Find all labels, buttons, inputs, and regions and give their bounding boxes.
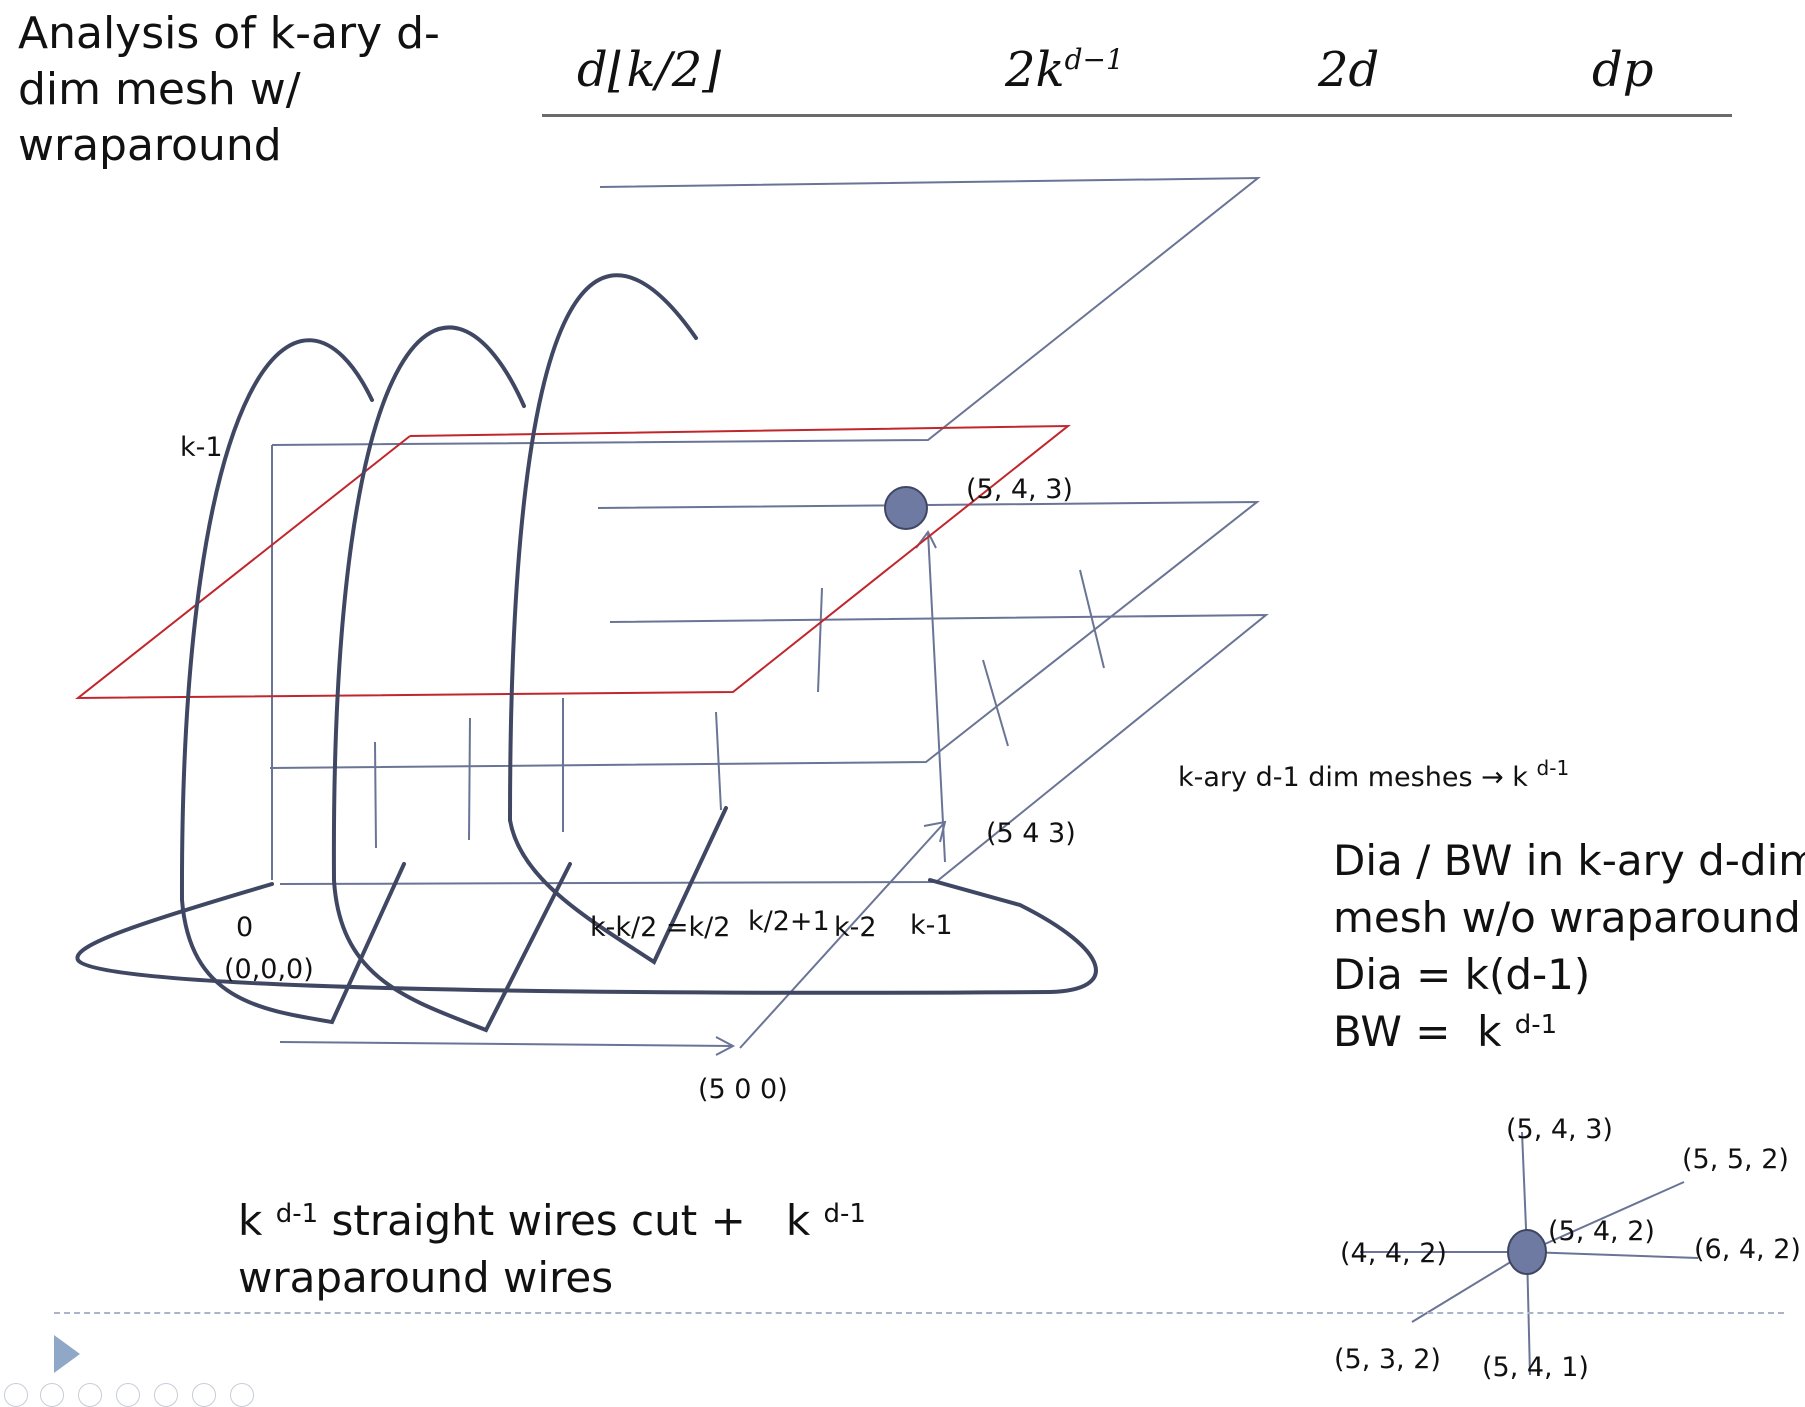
wires-exp2: d-1 [823, 1199, 866, 1229]
wrap-wire [179, 338, 406, 1025]
label-after-mid-index: k/2+1 [748, 906, 830, 937]
play-icon[interactable] [54, 1335, 80, 1373]
nav-circle-icon[interactable] [192, 1383, 216, 1407]
cut-tick [817, 587, 823, 693]
wires-note: k d-1 straight wires cut + k d-1 wraparo… [238, 1192, 866, 1306]
links-formula: 2d [1318, 42, 1380, 98]
arrow-to-543 [927, 531, 946, 863]
wires-exp1: d-1 [275, 1199, 319, 1229]
nav-circle-icon[interactable] [40, 1383, 64, 1407]
diagonal-arrow [739, 821, 946, 1049]
arrowhead [923, 820, 947, 843]
meshes-note-text: k-ary d-1 dim meshes → k [1178, 762, 1528, 793]
summary-bandwidth: BW = k d-1 [1333, 1003, 1805, 1060]
label-node-500: (5 0 0) [698, 1074, 788, 1105]
edge-lower-left [1411, 1251, 1528, 1323]
edge-upper-right [1526, 1181, 1685, 1253]
summary-line2: mesh w/o wraparound [1333, 893, 1801, 942]
cut-tick [468, 717, 471, 841]
slide-title: Analysis of k-ary d-dim mesh w/ wraparou… [18, 8, 440, 171]
wrap-ellipse [75, 878, 1098, 995]
wires-note-line1: k d-1 straight wires cut + k d-1 [238, 1192, 866, 1249]
label-origin-coord: (0,0,0) [224, 954, 314, 985]
wires-k1: k [238, 1196, 263, 1245]
meshes-note: k-ary d-1 dim meshes → k d-1 [1178, 756, 1569, 793]
cut-tick [374, 741, 377, 849]
nav-circle-icon[interactable] [116, 1383, 140, 1407]
bisection-base: 2k [1005, 42, 1065, 98]
cut-tick [982, 659, 1009, 747]
top-plane [271, 176, 1261, 446]
label-mid-index: k-k/2 =k/2 [590, 912, 731, 943]
wires-middle: straight wires cut + [318, 1196, 786, 1245]
x-axis-arrow [279, 1041, 734, 1047]
footer-rule [54, 1312, 1784, 1314]
nav-circle-icon[interactable] [78, 1383, 102, 1407]
summary-line1: Dia / BW in k-ary d-dim [1333, 836, 1805, 885]
nav-circle-icon[interactable] [230, 1383, 254, 1407]
neighbor-center-label: (5, 4, 2) [1548, 1216, 1655, 1247]
wires-k2: k [785, 1196, 811, 1245]
cost-formula: dp [1592, 42, 1654, 98]
cut-tick [715, 711, 722, 811]
bisection-formula: 2kd−1 [1005, 42, 1124, 98]
label-origin-index: 0 [236, 912, 254, 943]
label-second-last-index: k-2 [834, 912, 877, 943]
no-wrap-summary: Dia / BW in k-ary d-dim mesh w/o wraparo… [1333, 832, 1805, 1060]
arrowhead [715, 1036, 736, 1056]
wraparound-wires [75, 273, 1098, 1033]
edge-right [1526, 1251, 1699, 1259]
summary-diameter: Dia = k(d-1) [1333, 950, 1591, 999]
wires-note-line2: wraparound wires [238, 1253, 614, 1302]
label-node-543: (5, 4, 3) [966, 474, 1073, 505]
wrap-wire [331, 325, 572, 1033]
neighbor-upper-right-label: (5, 5, 2) [1682, 1144, 1789, 1175]
nav-circle-icon[interactable] [154, 1383, 178, 1407]
lower-plane [279, 613, 1269, 885]
summary-bw-base: BW = k [1333, 1007, 1502, 1056]
label-top-level: k-1 [180, 432, 223, 463]
cut-tick [1079, 569, 1105, 669]
bisection-exponent: d−1 [1064, 43, 1124, 76]
middle-plane [269, 500, 1260, 769]
highlight-plane [75, 424, 1071, 700]
summary-bw-exp: d-1 [1514, 1010, 1558, 1040]
nav-circle-icon[interactable] [4, 1383, 28, 1407]
neighbor-left-label: (4, 4, 2) [1340, 1238, 1447, 1269]
diameter-formula: d⌊k/2⌋ [577, 42, 721, 98]
node-543 [884, 486, 928, 530]
header-rule [542, 114, 1732, 117]
neighbor-lower-left-label: (5, 3, 2) [1334, 1344, 1441, 1375]
neighbor-right-label: (6, 4, 2) [1694, 1234, 1801, 1265]
label-node-543-plain: (5 4 3) [986, 818, 1076, 849]
meshes-note-exp: d-1 [1536, 756, 1570, 780]
label-last-index: k-1 [910, 910, 953, 941]
wrap-wire [507, 273, 728, 965]
node-542 [1507, 1229, 1547, 1275]
neighbor-down-label: (5, 4, 1) [1482, 1352, 1589, 1383]
neighbor-up-label: (5, 4, 3) [1506, 1114, 1613, 1145]
